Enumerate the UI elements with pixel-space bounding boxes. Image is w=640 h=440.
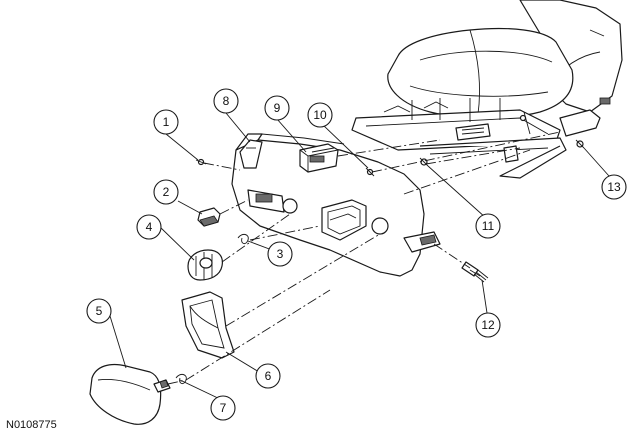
- fastener-11-shank: [419, 157, 429, 167]
- assembly-centerlines: [167, 131, 561, 385]
- callout-11: 11: [475, 213, 501, 239]
- callout-2-label: 2: [163, 185, 170, 199]
- fastener-13-shank: [575, 139, 585, 149]
- callout-4-label: 4: [146, 220, 153, 234]
- callout-13: 13: [601, 174, 627, 200]
- recliner-handle: [89, 363, 171, 425]
- callout-4: 4: [136, 214, 162, 240]
- switch-opening: [255, 193, 273, 203]
- lumbar-knob: [187, 249, 223, 281]
- callout-5: 5: [86, 298, 112, 324]
- spring-clip: [237, 233, 249, 245]
- recliner-hole: [282, 198, 298, 214]
- callout-8: 8: [213, 88, 239, 114]
- rear-clip: [599, 97, 611, 105]
- callout-1-label: 1: [163, 115, 170, 129]
- callout-13-label: 13: [607, 180, 621, 194]
- callout-1: 1: [153, 109, 179, 135]
- callout-9-label: 9: [274, 101, 281, 115]
- switch-knob: [197, 207, 221, 227]
- callout-3-label: 3: [277, 247, 284, 261]
- callout-2: 2: [153, 179, 179, 205]
- handle-bezel: [181, 291, 235, 359]
- callout-12-label: 12: [481, 318, 495, 332]
- callout-6: 6: [255, 363, 281, 389]
- figure-reference-code: N0108775: [6, 419, 57, 431]
- fastener-10-shank: [365, 167, 375, 177]
- callout-8-label: 8: [223, 94, 230, 108]
- callout-3: 3: [267, 241, 293, 267]
- callout-5-label: 5: [96, 304, 103, 318]
- seat-assembly: [351, 0, 623, 179]
- callout-10: 10: [307, 102, 333, 128]
- switch-module: [299, 143, 339, 173]
- callout-7: 7: [210, 395, 236, 421]
- callout-7-label: 7: [220, 401, 227, 415]
- callout-11-label: 11: [482, 219, 495, 233]
- shield-bracket: [239, 139, 263, 169]
- callout-6-label: 6: [265, 369, 272, 383]
- callout-9: 9: [264, 95, 290, 121]
- callout-10-label: 10: [313, 108, 327, 122]
- side-shield-panel: [231, 133, 441, 277]
- handle-pivot: [371, 217, 389, 235]
- callout-12: 12: [475, 312, 501, 338]
